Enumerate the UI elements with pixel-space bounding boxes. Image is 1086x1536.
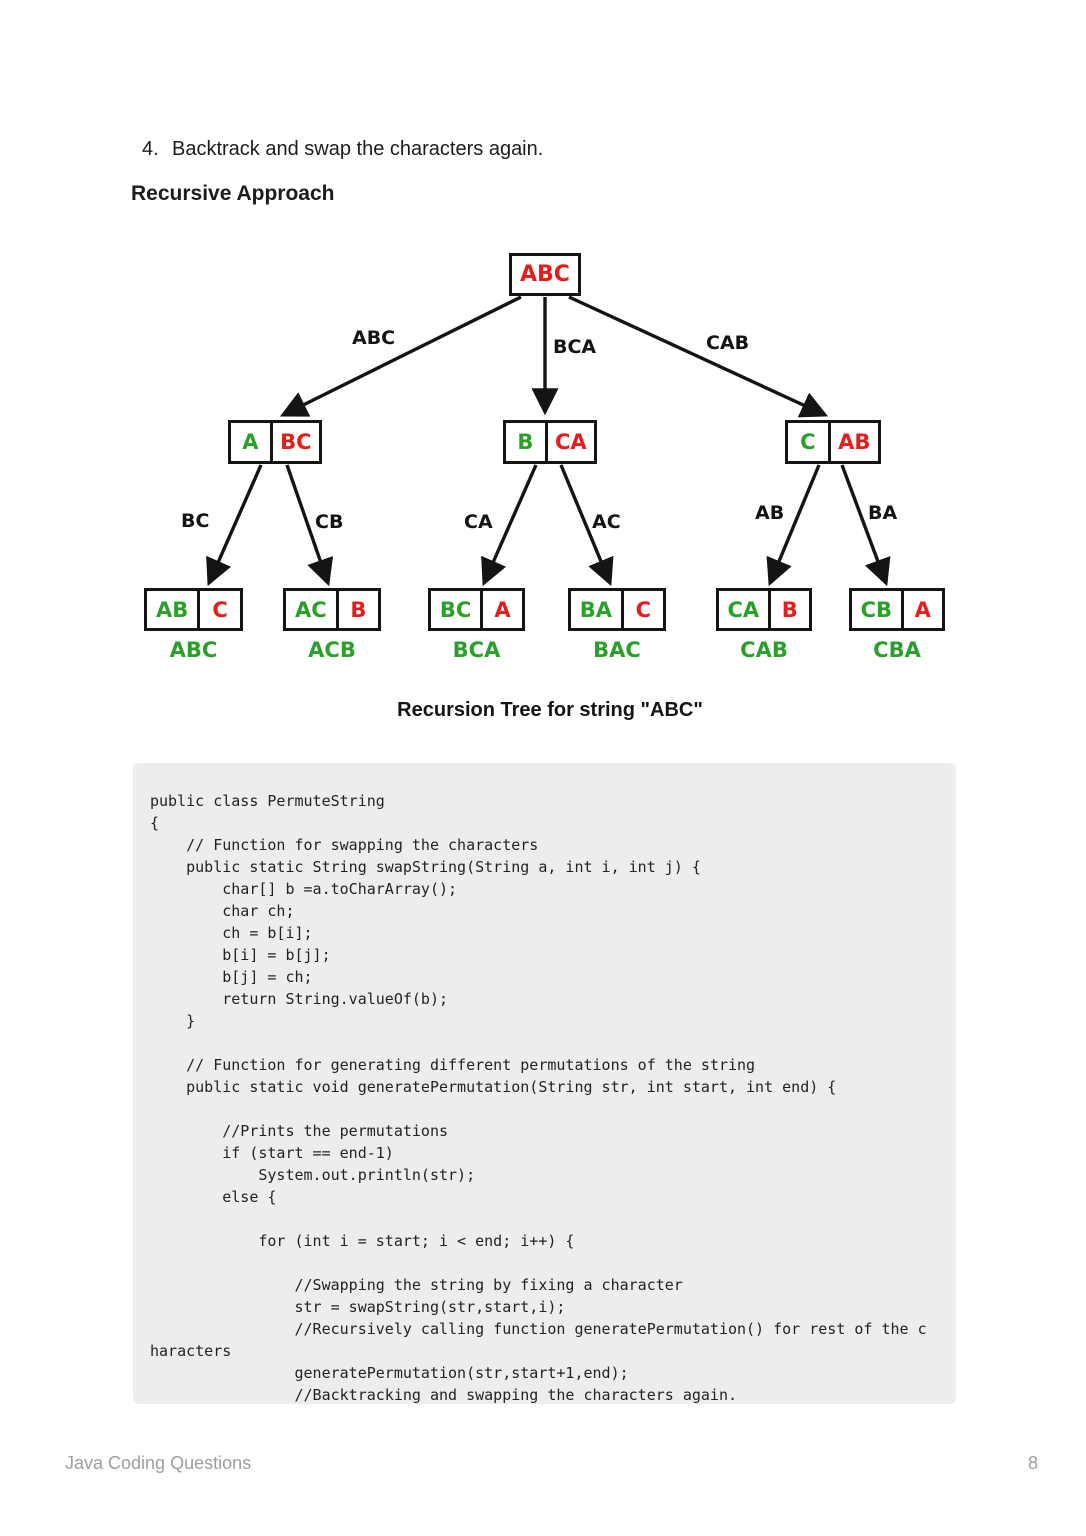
tree-node-b-ca: B CA — [503, 420, 597, 464]
footer-title: Java Coding Questions — [65, 1453, 252, 1473]
edge-label-cab: CAB — [706, 332, 750, 354]
tree-edge — [481, 464, 538, 587]
tree-cell-rest: C — [197, 591, 240, 628]
tree-cell-fixed: BC — [439, 597, 472, 622]
code-text: public class PermuteString { // Function… — [150, 792, 927, 1404]
tree-cell-rest: B — [767, 591, 809, 628]
tree-caption: Recursion Tree for string "ABC" — [397, 699, 703, 721]
tree-node-root-label: ABC — [520, 262, 570, 287]
tree-edge — [766, 464, 821, 587]
tree-edge — [568, 295, 829, 418]
tree-cell-fixed: A — [242, 430, 259, 454]
tree-node-cb-a: CB A — [849, 588, 945, 631]
tree-cell-rest: CA — [544, 423, 594, 461]
tree-node-ab-c: AB C — [144, 588, 243, 631]
tree-cell-rest: BC — [269, 423, 319, 461]
tree-edge — [206, 464, 263, 587]
code-block: public class PermuteString { // Function… — [133, 763, 956, 1404]
tree-node-ba-c: BA C — [568, 588, 666, 631]
list-item: 4. Backtrack and swap the characters aga… — [142, 138, 543, 161]
edge-label-bc: BC — [181, 510, 210, 532]
tree-edge — [559, 464, 614, 587]
edge-label-ba: BA — [868, 502, 898, 524]
edge-label-ab: AB — [755, 502, 785, 524]
edge-label-abc: ABC — [352, 327, 396, 349]
tree-cell-rest: C — [620, 591, 663, 628]
tree-arrows — [206, 295, 891, 587]
result-label-bca: BCA — [452, 638, 501, 662]
tree-node-a-bc: A BC — [228, 420, 322, 464]
tree-node-ca-b: CA B — [716, 588, 812, 631]
tree-node-c-ab: C AB — [785, 420, 881, 464]
page-number: 8 — [1027, 1453, 1038, 1473]
tree-cell-fixed: CA — [727, 597, 760, 622]
section-heading: Recursive Approach — [131, 182, 335, 205]
recursion-tree-diagram: ABC ABC BCA CAB A BC B CA C AB BC CB CA … — [0, 240, 1086, 740]
edge-label-cb: CB — [315, 511, 344, 533]
list-item-text: Backtrack and swap the characters again. — [172, 138, 544, 160]
tree-edge — [285, 464, 334, 587]
tree-cell-fixed: C — [800, 430, 816, 454]
tree-cell-rest: A — [900, 591, 942, 628]
tree-node-ac-b: AC B — [283, 588, 381, 631]
result-label-cab: CAB — [740, 638, 788, 662]
edge-label-bca: BCA — [553, 336, 597, 358]
tree-node-bc-a: BC A — [428, 588, 525, 631]
tree-cell-fixed: AC — [295, 597, 327, 622]
tree-cell-fixed: B — [517, 430, 534, 454]
result-label-cba: CBA — [873, 638, 921, 662]
result-label-abc: ABC — [169, 638, 218, 662]
edge-label-ca: CA — [464, 511, 493, 533]
tree-cell-fixed: AB — [155, 597, 189, 622]
tree-edge — [279, 295, 522, 417]
tree-cell-rest: AB — [827, 423, 878, 461]
result-label-bac: BAC — [593, 638, 641, 662]
edge-label-ac: AC — [592, 511, 621, 533]
tree-edge — [840, 464, 891, 587]
tree-cell-fixed: BA — [579, 597, 612, 622]
list-item-number: 4. — [142, 138, 159, 160]
result-label-acb: ACB — [308, 638, 356, 662]
tree-node-root: ABC — [509, 253, 581, 296]
tree-cell-rest: B — [335, 591, 378, 628]
tree-cell-fixed: CB — [860, 597, 892, 622]
tree-cell-rest: A — [480, 591, 522, 628]
